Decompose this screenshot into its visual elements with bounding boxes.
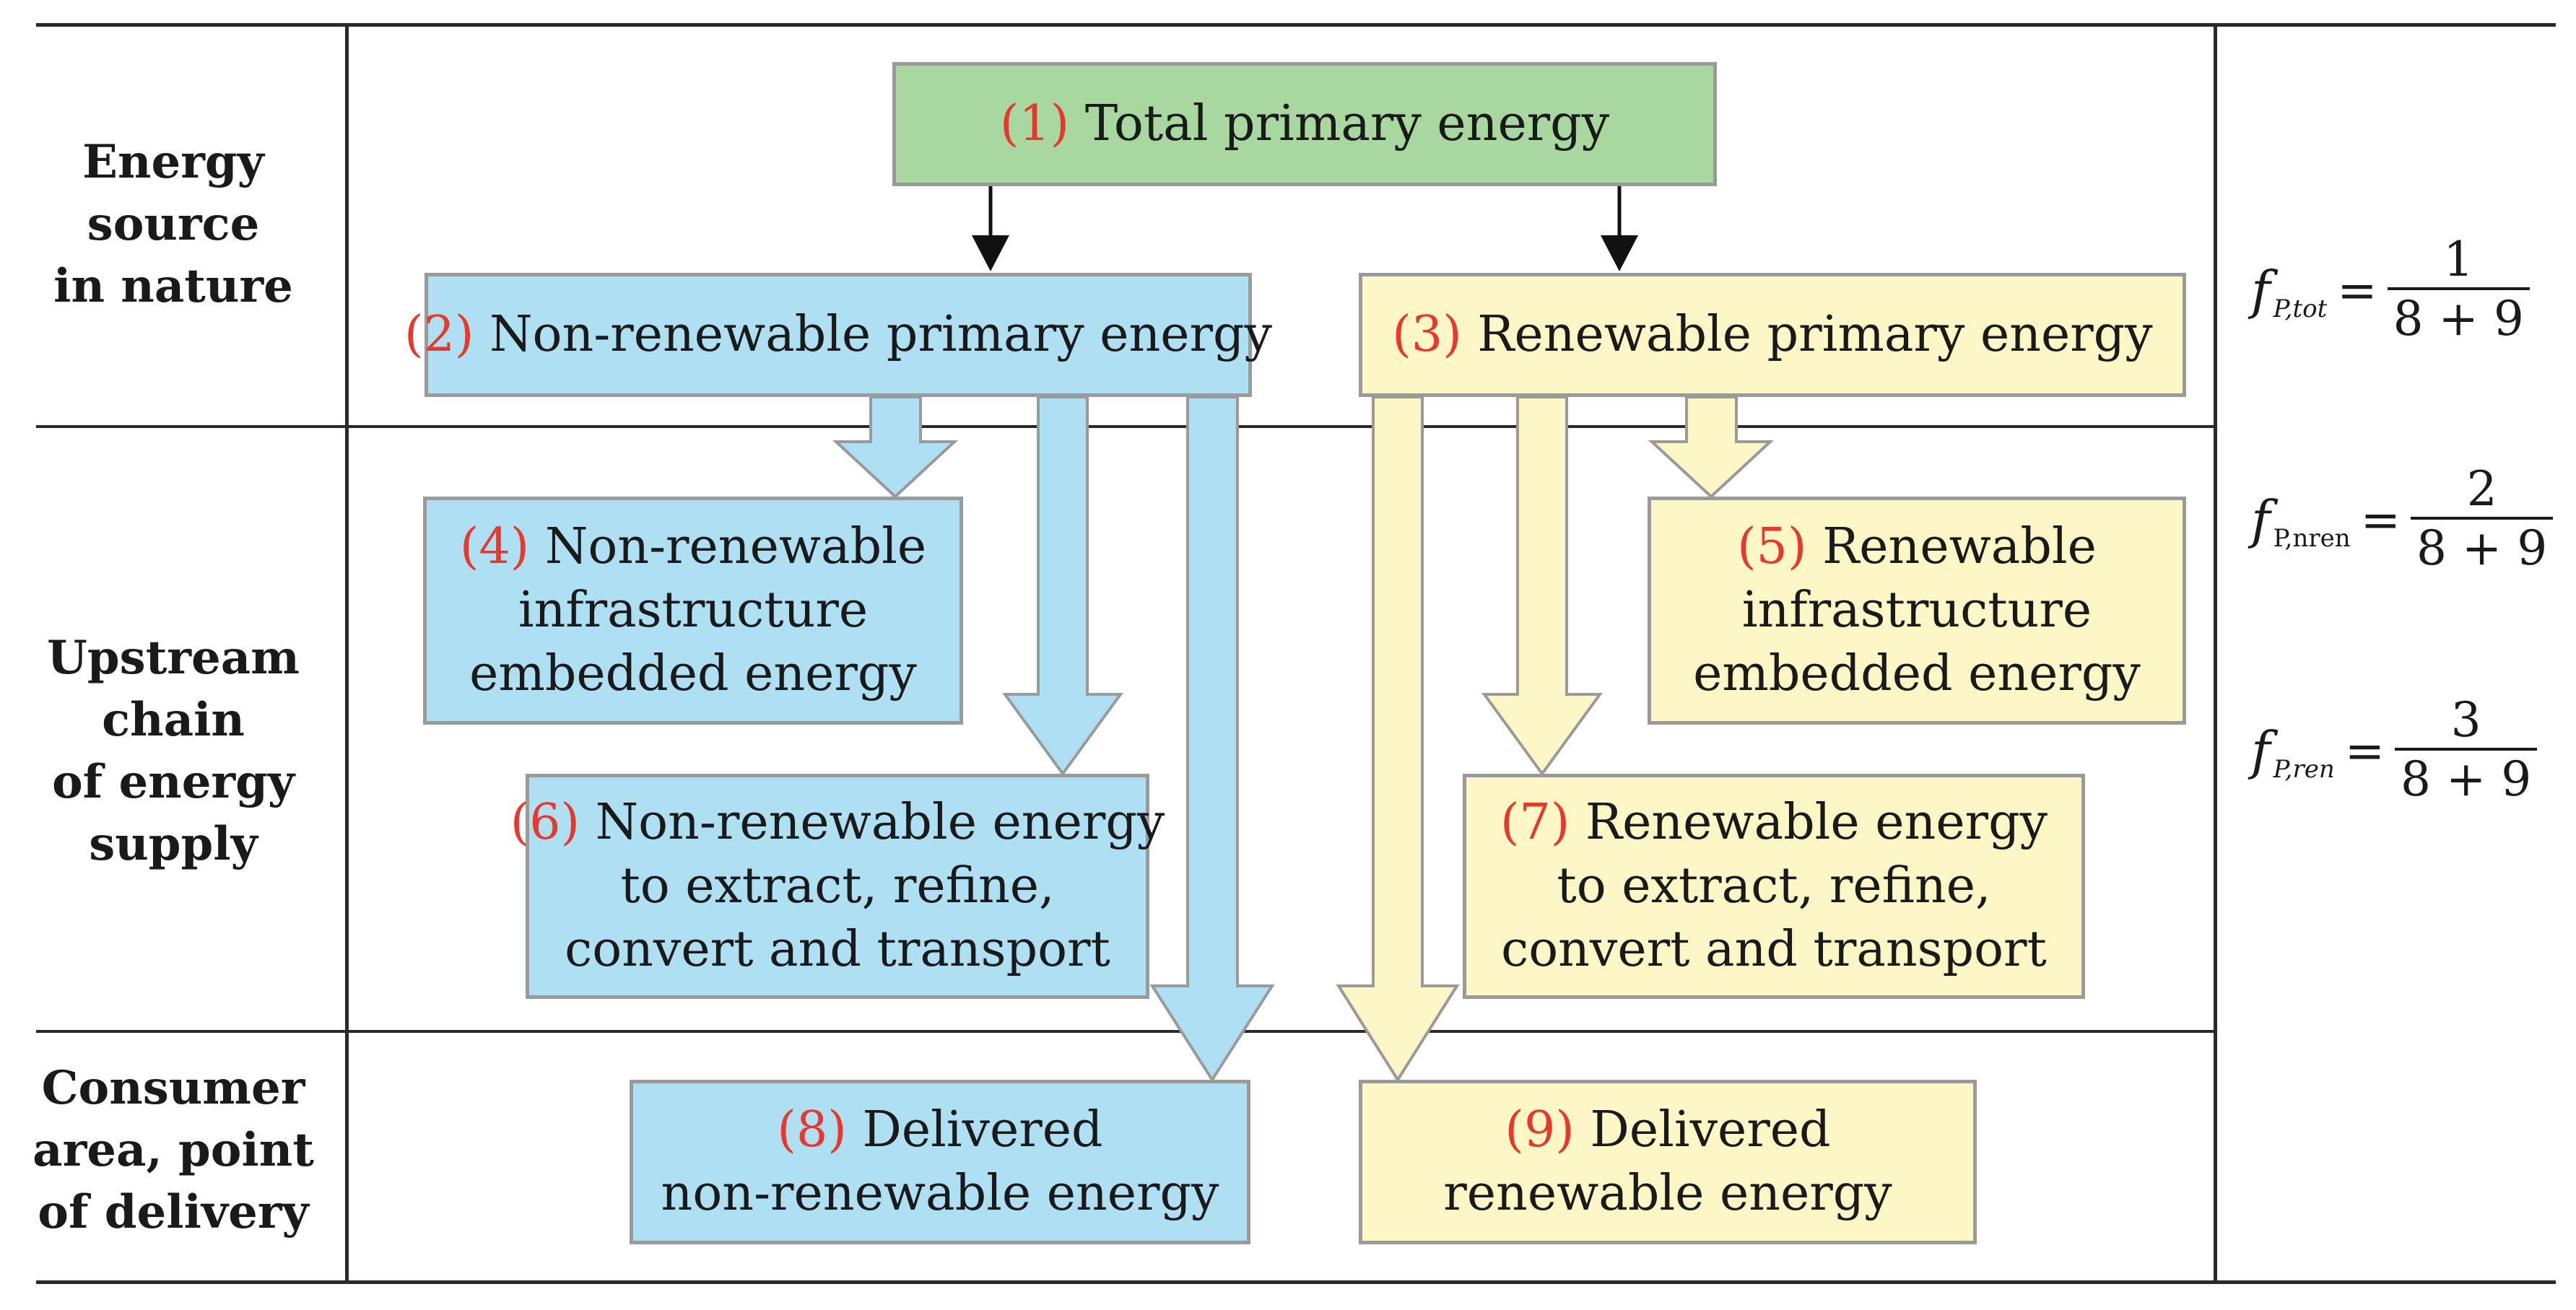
box-text: Renewable primary energy [1477, 306, 2153, 363]
box-line: (4) Non-renewable [460, 515, 926, 579]
box-number: (2) [404, 306, 474, 363]
box-number: (4) [459, 518, 530, 575]
formula-subscript: P,tot [2273, 294, 2328, 323]
table-top-border [36, 23, 2556, 27]
formula-total-factor: f P,tot = 1 8 + 9 [2251, 232, 2530, 348]
box-line: (9) Delivered [1505, 1099, 1830, 1162]
flow-arrow-to-9 [1336, 396, 1460, 1083]
row-label-upstream-chain: Upstream chain of energy supply [0, 627, 347, 875]
formula-symbol: f [2251, 260, 2271, 320]
formula-symbol: f [2251, 720, 2271, 781]
box-text: Non-renewable primary energy [489, 306, 1272, 363]
box-non-renewable-primary-energy: (2) Non-renewable primary energy [404, 273, 1272, 397]
box-line: (6) Non-renewable energy [510, 791, 1165, 855]
formula-subscript: P,ren [2273, 755, 2335, 784]
box-line: to extract, refine, [1557, 857, 1991, 914]
fraction-bar [2387, 287, 2530, 290]
formula-subscript: P,nren [2273, 524, 2351, 553]
box-text: Non-renewable [544, 518, 927, 575]
formula-fraction: 3 8 + 9 [2395, 692, 2538, 808]
fraction-bar [2395, 748, 2538, 751]
box-text: Total primary energy [1084, 95, 1610, 152]
row-label-energy-source: Energy source in nature [0, 131, 347, 318]
box-line: to extract, refine, [620, 857, 1055, 914]
box-number: (1) [999, 95, 1070, 152]
row-label-line: of delivery [38, 1185, 309, 1239]
formula-equals: = [2337, 262, 2377, 318]
box-text: Renewable energy [1585, 794, 2048, 851]
flow-arrow-to-7 [1481, 396, 1603, 777]
formula-equals: = [2360, 492, 2401, 548]
flow-arrow-to-8 [1149, 396, 1275, 1083]
formula-denominator: 8 + 9 [2416, 520, 2548, 576]
column-divider-right [2214, 23, 2217, 1284]
box-non-renewable-infrastructure: (4) Non-renewable infrastructure embedde… [423, 497, 963, 725]
box-line: (2) Non-renewable primary energy [404, 303, 1272, 367]
box-total-primary-energy: (1) Total primary energy [892, 62, 1717, 186]
connector-arrow-head [1601, 235, 1638, 271]
box-delivered-renewable: (9) Delivered renewable energy [1359, 1080, 1977, 1244]
box-number: (6) [510, 794, 580, 851]
box-line: infrastructure [1741, 582, 2092, 639]
box-non-renewable-extract-energy: (6) Non-renewable energy to extract, ref… [510, 774, 1165, 999]
box-line: (7) Renewable energy [1500, 791, 2048, 855]
table-bottom-border [36, 1280, 2556, 1284]
row-label-line: Energy [82, 135, 264, 189]
box-line: embedded energy [1693, 645, 2141, 702]
box-line: (3) Renewable primary energy [1392, 303, 2152, 367]
box-renewable-primary-energy: (3) Renewable primary energy [1359, 273, 2186, 397]
row-label-consumer-area: Consumer area, point of delivery [0, 1057, 347, 1244]
formula-renewable-factor: f P,ren = 3 8 + 9 [2251, 692, 2538, 808]
row-label-line: Consumer [41, 1061, 305, 1115]
fraction-bar [2410, 517, 2554, 520]
box-renewable-extract-energy: (7) Renewable energy to extract, refine,… [1463, 774, 2085, 999]
row-label-line: of energy [51, 755, 295, 809]
flow-arrow-to-5 [1648, 396, 1775, 499]
row-label-line: supply [89, 817, 258, 871]
row-label-line: Upstream [47, 631, 300, 685]
row-label-line: chain [102, 693, 245, 747]
box-line: convert and transport [1501, 921, 2047, 978]
connector-arrow-head [972, 235, 1009, 271]
flow-arrow-to-4 [832, 396, 959, 499]
formula-symbol: f [2251, 489, 2271, 550]
box-text: Delivered [862, 1101, 1103, 1158]
box-line: (8) Delivered [777, 1099, 1102, 1162]
box-number: (3) [1392, 306, 1462, 363]
formula-denominator: 8 + 9 [2393, 291, 2524, 346]
formula-numerator: 3 [2450, 692, 2481, 748]
box-line: renewable energy [1443, 1165, 1892, 1222]
box-line: infrastructure [518, 582, 869, 639]
box-line: convert and transport [565, 921, 1110, 978]
row-label-line: source [87, 197, 260, 251]
flow-arrow-to-6 [1002, 396, 1123, 777]
formula-numerator: 1 [2443, 232, 2474, 287]
box-text: Delivered [1590, 1101, 1831, 1158]
box-line: non-renewable energy [661, 1165, 1219, 1222]
box-number: (8) [777, 1101, 847, 1158]
box-number: (9) [1505, 1101, 1575, 1158]
formula-non-renewable-factor: f P,nren = 2 8 + 9 [2251, 461, 2554, 577]
row-label-line: in nature [53, 259, 293, 313]
formula-numerator: 2 [2466, 461, 2497, 517]
row-divider-2 [36, 1030, 2215, 1033]
row-divider-1 [36, 425, 2215, 428]
formula-fraction: 2 8 + 9 [2410, 461, 2554, 577]
box-number: (5) [1737, 518, 1807, 575]
box-text: Non-renewable energy [595, 794, 1165, 851]
row-label-line: area, point [32, 1123, 314, 1177]
box-line: (1) Total primary energy [1000, 92, 1609, 156]
box-line: (5) Renewable [1737, 515, 2097, 579]
box-text: Renewable [1822, 518, 2097, 575]
box-line: embedded energy [469, 645, 917, 702]
box-number: (7) [1500, 794, 1570, 851]
formula-denominator: 8 + 9 [2401, 751, 2532, 807]
column-divider-left [345, 23, 349, 1284]
box-delivered-non-renewable: (8) Delivered non-renewable energy [630, 1080, 1250, 1244]
box-renewable-infrastructure: (5) Renewable infrastructure embedded en… [1648, 497, 2186, 725]
formula-equals: = [2344, 722, 2385, 779]
formula-fraction: 1 8 + 9 [2387, 232, 2530, 348]
